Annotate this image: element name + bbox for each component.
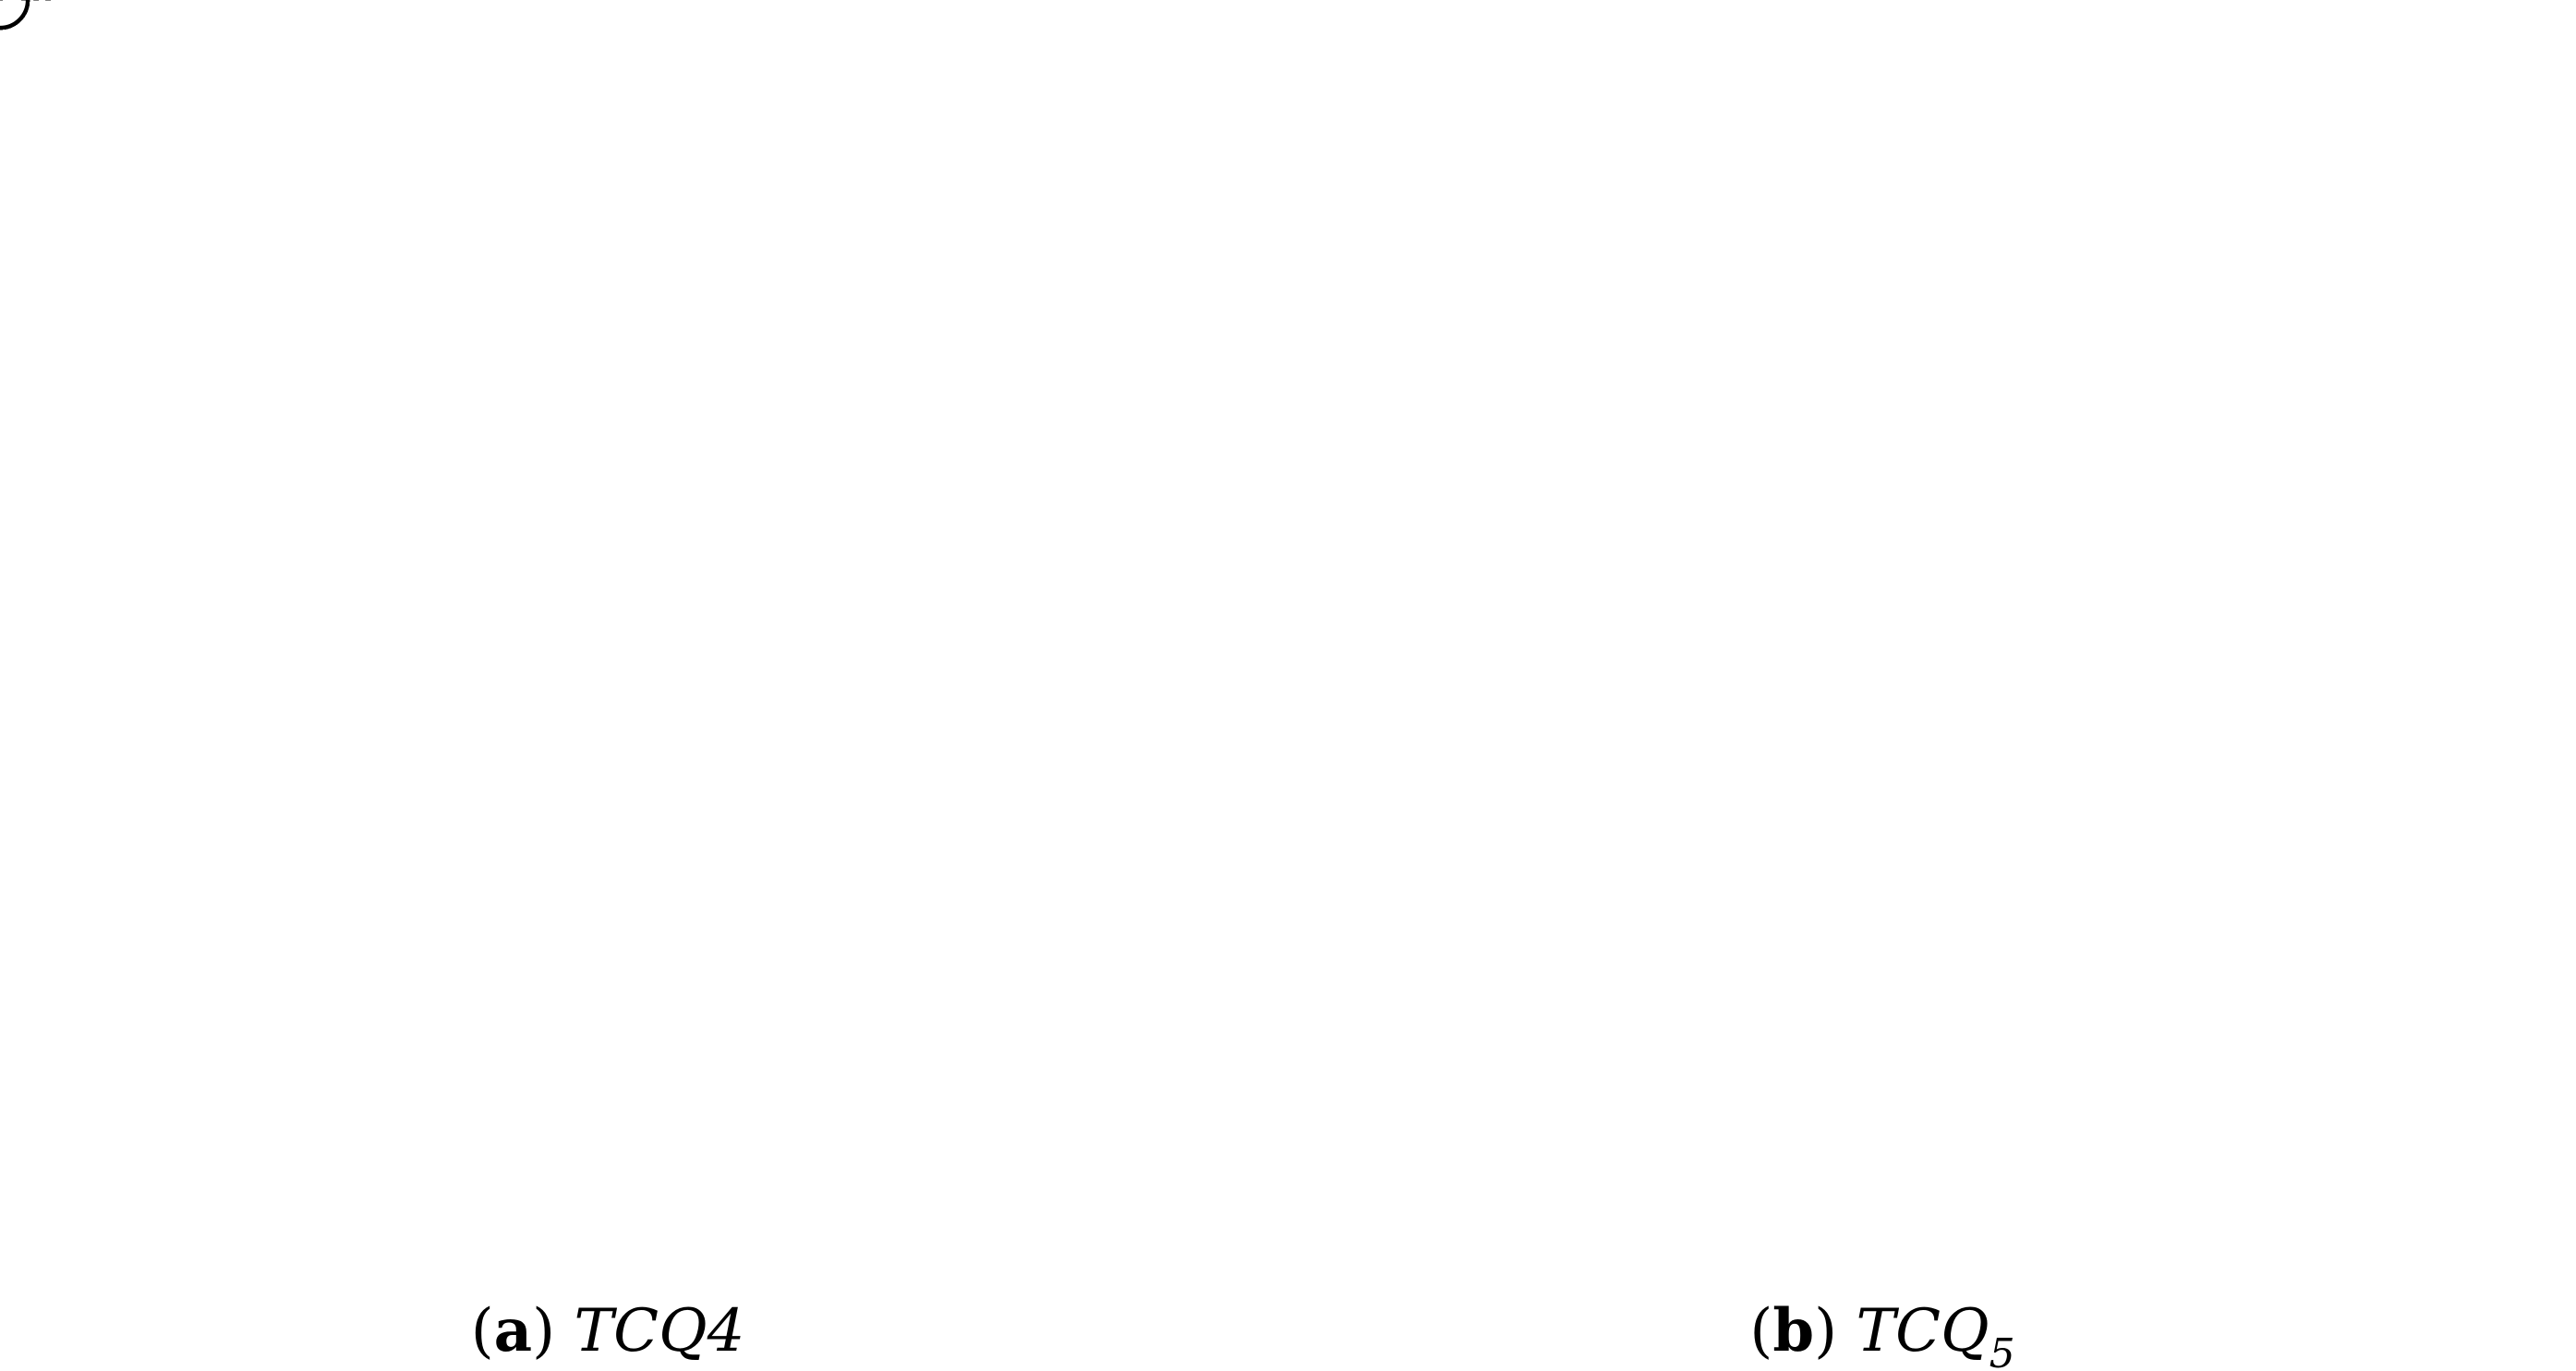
b-node-label-01000: 01000	[0, 0, 60, 9]
b-node-label-00101: 00101	[0, 0, 60, 9]
b-node-label-01110: 01110	[0, 0, 60, 9]
panel-b-nodes	[0, 0, 30, 30]
b-node-label-00110: 00110	[0, 0, 60, 9]
panel-b-caption-index: 5	[1989, 1330, 2015, 1371]
b-node-label-00000: 00000	[0, 0, 60, 9]
b-node-label-01010: 01010	[0, 0, 60, 9]
b-node-label-10101: 10101	[0, 0, 60, 9]
b-node-label-11010: 11010	[0, 0, 60, 9]
b-node-label-11001: 11001	[0, 0, 60, 9]
b-node-label-01011: 01011	[0, 0, 60, 9]
b-node-label-00001: 00001	[0, 0, 60, 9]
b-node-label-11011: 11011	[0, 0, 60, 9]
b-node-label-00111: 00111	[0, 0, 60, 9]
panel-a-tcq4-graph: 0100000001010001011100110110001011001000…	[0, 0, 744, 1365]
panel-b-caption: (b) TCQ5	[1749, 1296, 2014, 1371]
panel-a-caption: (a) TCQ4	[471, 1296, 745, 1365]
b-node-label-10010: 10010	[0, 0, 60, 9]
b-node-label-11100: 11100	[0, 0, 60, 9]
b-node-label-10111: 10111	[0, 0, 60, 9]
b-node-label-10011: 10011	[0, 0, 60, 9]
b-node-label-11111: 11111	[0, 0, 60, 9]
panel-a-caption-index: 4	[707, 1297, 745, 1365]
panel-b-tcq5-graph: 0010000000011000100000101000010110101001…	[0, 0, 2015, 1371]
panel-b-caption-letter: b	[1772, 1296, 1814, 1365]
b-node-11010	[0, 0, 30, 30]
panel-a-caption-letter: a	[494, 1296, 532, 1365]
b-node-label-01111: 01111	[0, 0, 60, 9]
b-node-label-10001: 10001	[0, 0, 60, 9]
b-node-label-11110: 11110	[0, 0, 60, 9]
b-node-label-00100: 00100	[0, 0, 60, 9]
b-node-label-10110: 10110	[0, 0, 60, 9]
b-node-label-10000: 10000	[0, 0, 60, 9]
b-node-label-00011: 00011	[0, 0, 60, 9]
panel-a-caption-symbol: TCQ	[574, 1297, 707, 1365]
b-node-label-01101: 01101	[0, 0, 60, 9]
panel-b-caption-symbol: TCQ	[1856, 1297, 1989, 1365]
b-node-label-01001: 01001	[0, 0, 60, 9]
b-node-label-01100: 01100	[0, 0, 60, 9]
b-node-label-11000: 11000	[0, 0, 60, 9]
panel-b-node-labels: 0010000000011000100000101000010110101001…	[0, 0, 60, 9]
b-node-label-00010: 00010	[0, 0, 60, 9]
b-node-label-11101: 11101	[0, 0, 60, 9]
b-node-label-10100: 10100	[0, 0, 60, 9]
